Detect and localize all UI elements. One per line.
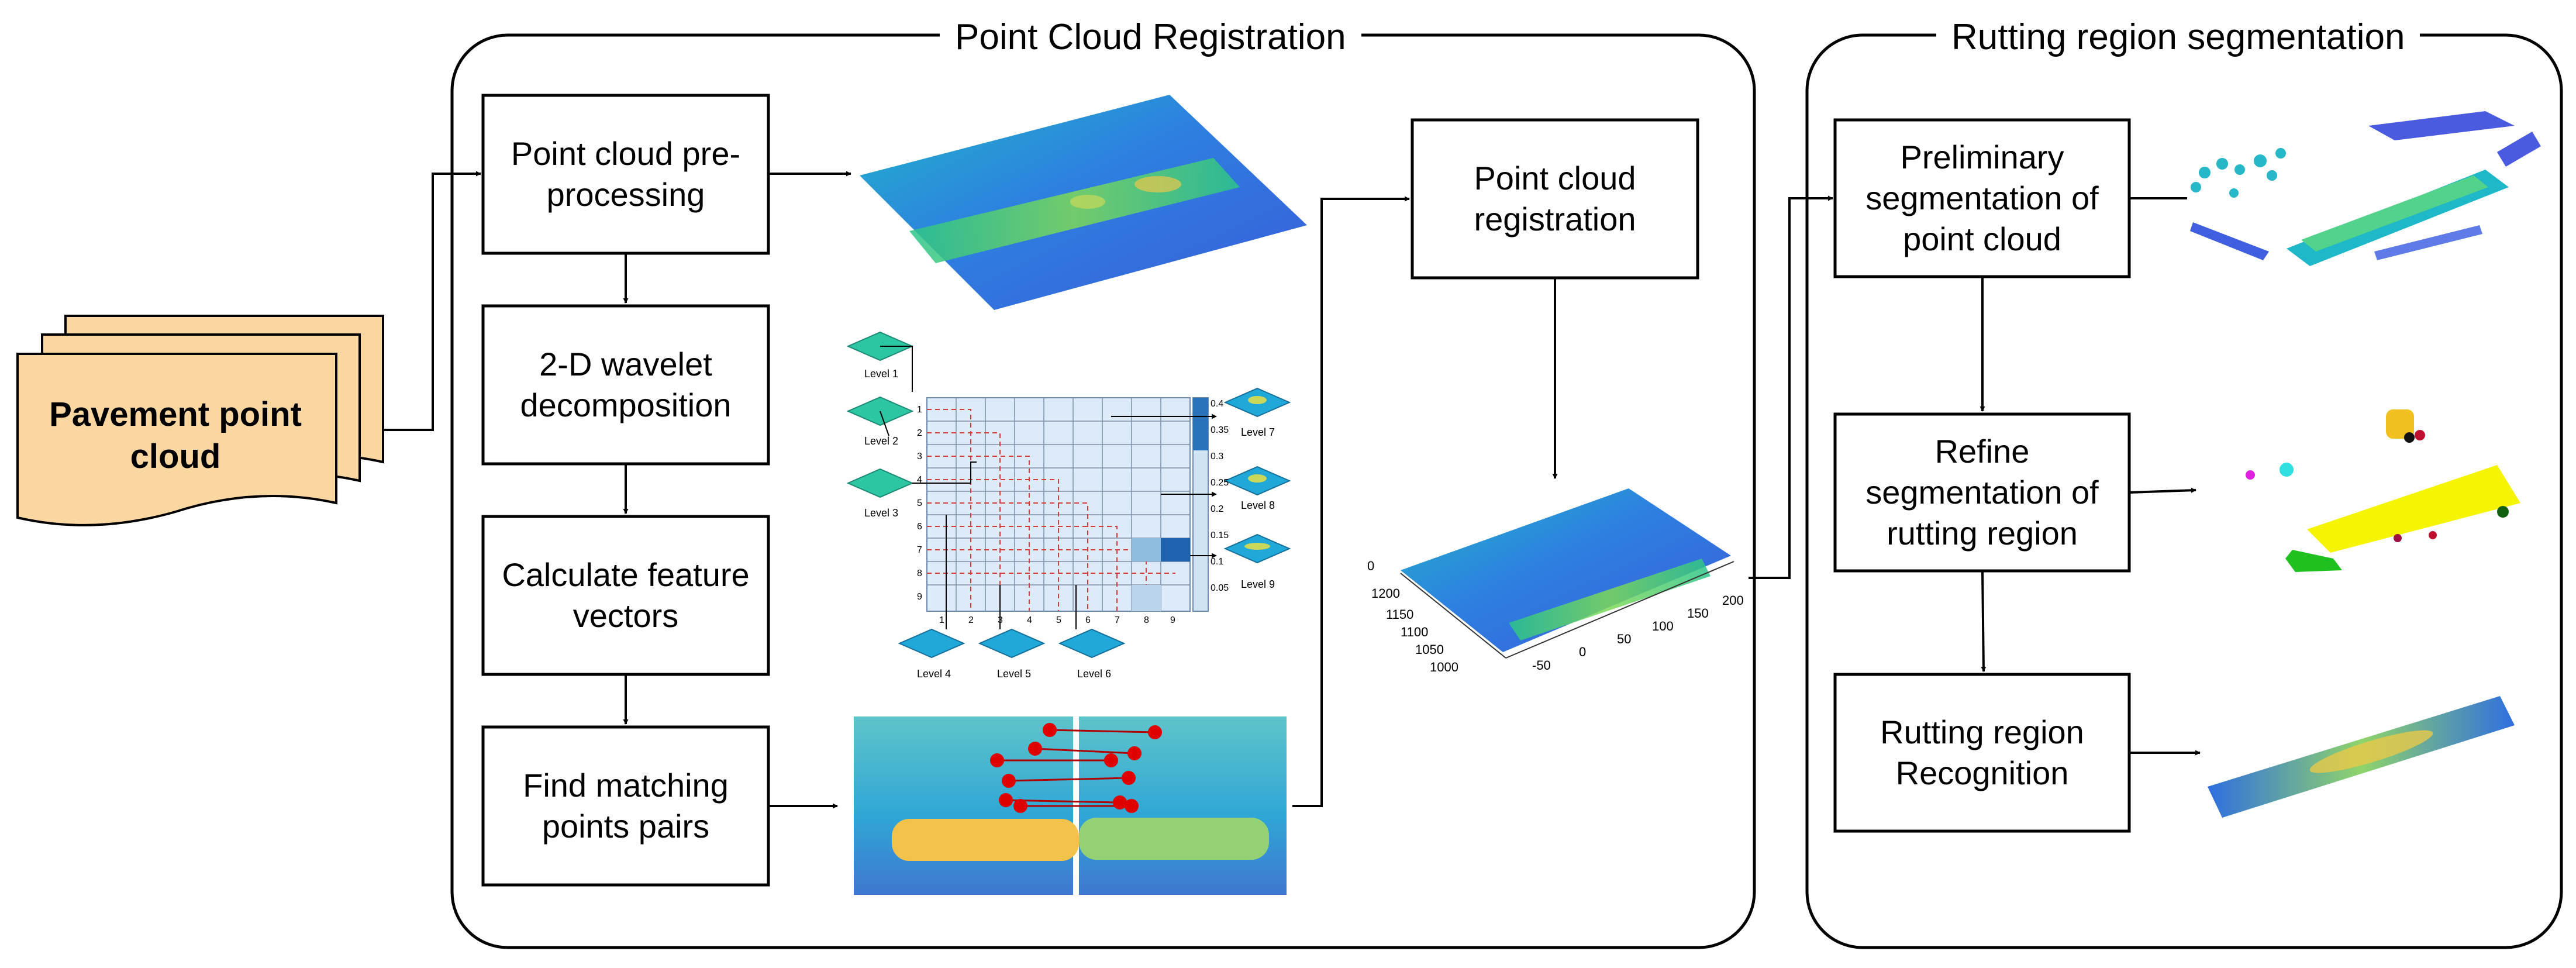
registration-plot-axes: 0 1200 1150 1100 1050 1000 -50 0 50 100 … (1367, 559, 1744, 674)
segmentation-section-title: Rutting region segmentation (1936, 19, 2420, 56)
row-tick: 4 (917, 475, 922, 485)
x-tick: 200 (1722, 593, 1744, 608)
box-preprocess (481, 94, 770, 255)
row-tick: 5 (917, 498, 922, 508)
rutting-recognition-image (2208, 696, 2515, 818)
x-tick: -50 (1532, 658, 1551, 673)
col-tick: 3 (998, 615, 1003, 625)
row-tick: 9 (917, 592, 922, 602)
pavement-point-cloud-label: Pavement point cloud (49, 395, 302, 476)
box-refine (1833, 412, 2131, 573)
feature-label: Calculate feature vectors (502, 556, 750, 634)
matching-pairs-image (854, 716, 1287, 895)
colorbar-tick: 0.1 (1211, 557, 1223, 567)
preliminary-segmentation-image (2190, 111, 2541, 266)
colorbar-tick: 0.25 (1211, 478, 1229, 488)
wavelet-label: 2-D wavelet decomposition (520, 346, 732, 423)
y-tick: 1000 (1430, 660, 1458, 674)
col-tick: 9 (1170, 615, 1175, 625)
pavement-point-cloud-stack (16, 315, 384, 526)
level-2-label: Level 2 (864, 435, 898, 447)
colorbar-tick: 0.15 (1211, 530, 1229, 540)
matching-label: Find matching points pairs (523, 767, 729, 845)
colorbar-tick: 0.3 (1211, 452, 1223, 461)
process-boxes (481, 94, 2131, 887)
y-tick: 1150 (1386, 607, 1413, 622)
x-tick: 100 (1652, 619, 1674, 633)
y-tick: 1100 (1401, 625, 1428, 639)
row-tick: 7 (917, 545, 922, 555)
row-tick: 1 (917, 405, 922, 415)
connectors (383, 171, 2201, 809)
level-9-label: Level 9 (1241, 578, 1275, 590)
col-tick: 7 (1115, 615, 1120, 625)
row-tick: 6 (917, 522, 922, 532)
z-tick: 0 (1367, 559, 1374, 573)
colorbar-tick: 0.35 (1211, 425, 1229, 435)
col-tick: 8 (1144, 615, 1149, 625)
prelim-label: Preliminary segmentation of point cloud (1865, 139, 2099, 257)
box-feature (481, 515, 770, 676)
wavelet-figure (846, 331, 1291, 659)
level-1-label: Level 1 (864, 368, 898, 380)
y-tick: 1200 (1371, 586, 1400, 601)
y-tick: 1050 (1415, 642, 1444, 657)
row-tick: 3 (917, 452, 922, 461)
x-tick: 50 (1617, 632, 1631, 646)
col-tick: 2 (968, 615, 974, 625)
row-tick: 8 (917, 569, 922, 578)
level-7-label: Level 7 (1241, 426, 1275, 438)
box-matching (481, 725, 770, 887)
colorbar-tick: 0.05 (1211, 583, 1229, 593)
level-4-label: Level 4 (917, 668, 951, 680)
registration-section-title: Point Cloud Registration (940, 19, 1361, 56)
level-8-label: Level 8 (1241, 499, 1275, 511)
box-wavelet (481, 304, 770, 466)
box-recognition (1833, 673, 2131, 833)
refine-label: Refine segmentation of rutting region (1865, 433, 2099, 552)
colorbar-tick: 0.4 (1211, 399, 1223, 409)
colorbar-tick: 0.2 (1211, 504, 1223, 514)
col-tick: 6 (1085, 615, 1091, 625)
wavelet-labels: Level 1 Level 2 Level 3 Level 4 Level 5 … (864, 368, 1275, 680)
col-tick: 5 (1056, 615, 1061, 625)
registration-label: Point cloud registration (1474, 160, 1636, 237)
col-tick: 4 (1027, 615, 1032, 625)
refine-segmentation-image (2246, 409, 2520, 572)
registered-cloud-plot (1400, 488, 1734, 659)
level-3-label: Level 3 (864, 507, 898, 519)
x-tick: 0 (1579, 645, 1586, 659)
preprocess-label: Point cloud pre-processing (511, 135, 741, 213)
level-5-label: Level 5 (997, 668, 1031, 680)
col-tick: 1 (939, 615, 944, 625)
recognition-label: Rutting region Recognition (1880, 714, 2084, 791)
box-registration (1411, 118, 1699, 280)
row-tick: 2 (917, 428, 922, 438)
preprocessed-cloud-image (860, 95, 1307, 310)
x-tick: 150 (1687, 606, 1709, 621)
level-6-label: Level 6 (1077, 668, 1111, 680)
